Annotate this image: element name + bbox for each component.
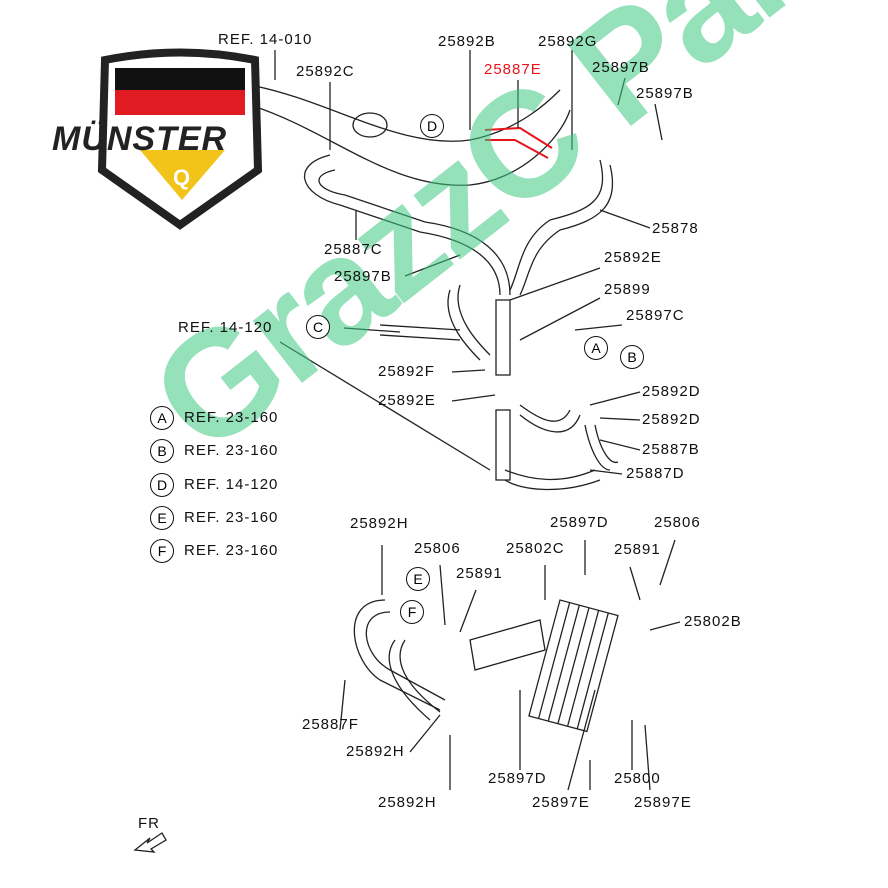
part-label[interactable]: 25897E	[634, 794, 692, 811]
part-label[interactable]: 25892D	[642, 383, 701, 400]
part-label[interactable]: 25887F	[302, 716, 359, 733]
logo-brand: MÜNSTER	[52, 120, 228, 158]
part-label[interactable]: 25887D	[626, 465, 685, 482]
part-label[interactable]: 25897B	[636, 85, 694, 102]
part-label[interactable]: 25897E	[532, 794, 590, 811]
part-label[interactable]: 25892B	[438, 33, 496, 50]
part-label[interactable]: 25892D	[642, 411, 701, 428]
part-label[interactable]: 25897B	[592, 59, 650, 76]
part-label[interactable]: 25802C	[506, 540, 565, 557]
callout-a: A	[584, 336, 608, 360]
part-label[interactable]: 25892H	[350, 515, 409, 532]
callout-c: C	[306, 315, 330, 339]
part-label[interactable]: 25887C	[324, 241, 383, 258]
legend-key: A	[150, 406, 174, 430]
part-label[interactable]: 25892H	[378, 794, 437, 811]
part-label[interactable]: 25897D	[488, 770, 547, 787]
part-label[interactable]: 25878	[652, 220, 699, 237]
legend-key: F	[150, 539, 174, 563]
callout-b: B	[620, 345, 644, 369]
part-label[interactable]: 25887B	[642, 441, 700, 458]
part-label[interactable]: 25891	[456, 565, 503, 582]
part-label[interactable]: 25891	[614, 541, 661, 558]
part-label[interactable]: 25897D	[550, 514, 609, 531]
front-direction-label: FR	[138, 815, 160, 832]
part-label[interactable]: 25897B	[334, 268, 392, 285]
legend-ref: REF. 14-120	[184, 476, 279, 493]
legend-key: D	[150, 473, 174, 497]
legend-key: E	[150, 506, 174, 530]
part-label[interactable]: 25892F	[378, 363, 435, 380]
legend-ref: REF. 23-160	[184, 409, 279, 426]
legend-ref: REF. 23-160	[184, 542, 279, 559]
part-label[interactable]: 25899	[604, 281, 651, 298]
legend-ref: REF. 23-160	[184, 509, 279, 526]
part-label[interactable]: 25806	[414, 540, 461, 557]
part-label[interactable]: 25802B	[684, 613, 742, 630]
ref-top: REF. 14-010	[218, 31, 313, 48]
callout-e: E	[406, 567, 430, 591]
callout-d: D	[420, 114, 444, 138]
part-label[interactable]: 25892H	[346, 743, 405, 760]
part-label[interactable]: 25806	[654, 514, 701, 531]
callout-f: F	[400, 600, 424, 624]
part-label[interactable]: 25892E	[378, 392, 436, 409]
legend-ref: REF. 23-160	[184, 442, 279, 459]
part-label[interactable]: 25892G	[538, 33, 598, 50]
part-label[interactable]: 25892E	[604, 249, 662, 266]
part-label[interactable]: 25800	[614, 770, 661, 787]
legend-key: B	[150, 439, 174, 463]
logo-emblem-letter: Q	[173, 165, 190, 190]
part-label-highlighted[interactable]: 25887E	[484, 61, 542, 78]
part-label[interactable]: 25897C	[626, 307, 685, 324]
part-label[interactable]: 25892C	[296, 63, 355, 80]
ref-left: REF. 14-120	[178, 319, 273, 336]
